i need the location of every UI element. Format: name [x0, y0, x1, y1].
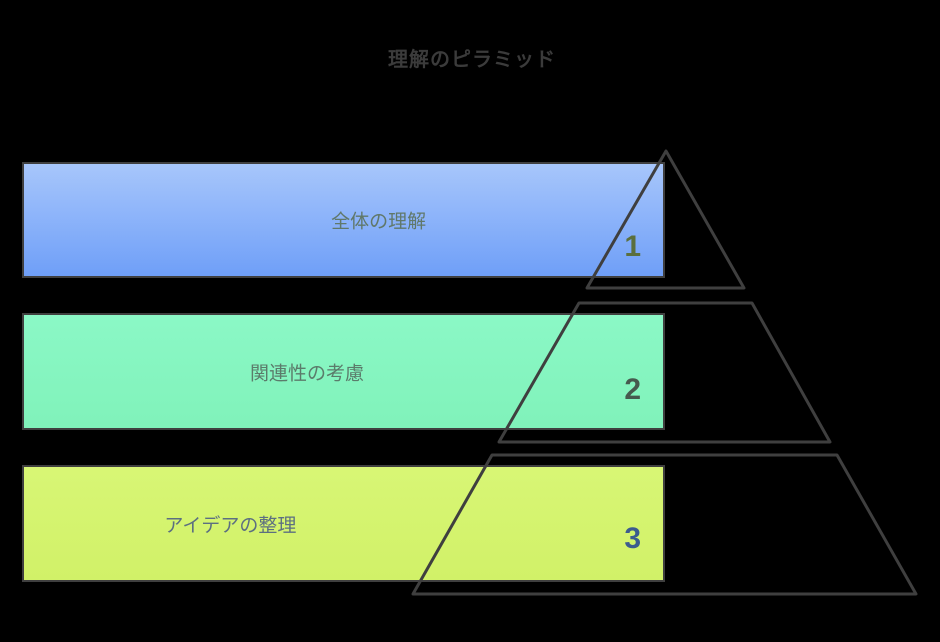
pyramid-level-2-bar: 関連性の考慮 2 [22, 313, 665, 430]
pyramid-level-3-label: アイデアの整理 [164, 515, 297, 536]
pyramid-level-1-label: 全体の理解 [331, 211, 427, 233]
pyramid-level-1-bar: 全体の理解 1 [22, 162, 665, 278]
pyramid-level-3-bar: アイデアの整理 3 [22, 465, 665, 582]
pyramid-level-1-number: 1 [624, 229, 641, 263]
pyramid-level-3-number: 3 [624, 522, 641, 556]
diagram-title: 理解のピラミッド [388, 49, 556, 71]
pyramid-level-2-number: 2 [624, 372, 641, 406]
pyramid-level-2-label: 関連性の考慮 [250, 363, 365, 384]
